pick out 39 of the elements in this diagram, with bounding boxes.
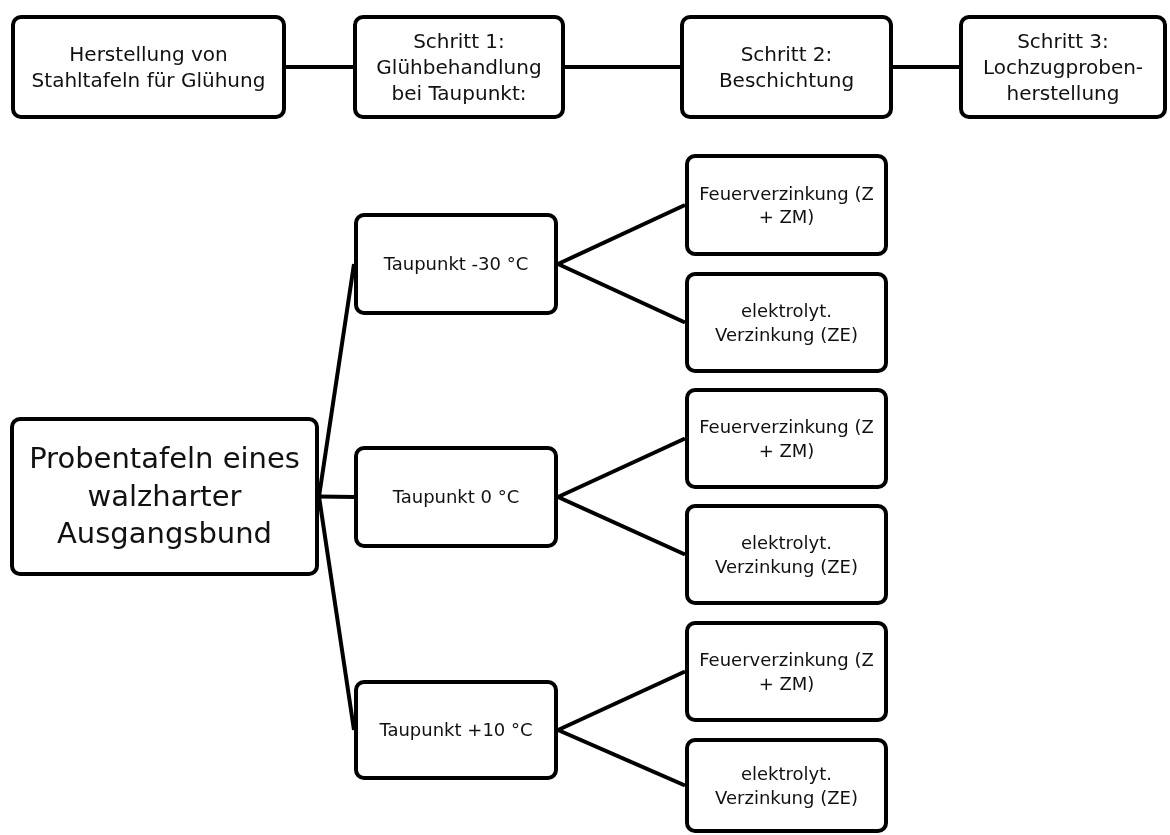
node-text: elektrolyt. Verzinkung (ZE) — [714, 531, 859, 578]
node-text: Schritt 3: Lochzugproben-herstellung — [981, 28, 1145, 106]
process-box — [685, 154, 888, 256]
process-box — [11, 15, 286, 119]
node-text: Feuerverzinkung (Z + ZM) — [698, 415, 875, 462]
connector-line — [891, 65, 961, 69]
node-text: Herstellung von Stahltafeln für Glühung — [30, 41, 267, 93]
node-text: Taupunkt 0 °C — [392, 485, 520, 509]
connector-line — [557, 495, 686, 557]
connector-line — [557, 203, 686, 266]
node-text: Feuerverzinkung (Z + ZM) — [698, 181, 875, 229]
node-text: Taupunkt -30 °C — [383, 252, 529, 276]
process-box — [959, 15, 1167, 119]
connector-line — [317, 263, 356, 497]
node-text: Taupunkt +10 °C — [379, 718, 533, 742]
connector-line — [557, 436, 686, 499]
process-box — [685, 621, 888, 722]
node-text: Feuerverzinkung (Z + ZM) — [698, 648, 875, 695]
process-box — [685, 504, 888, 605]
connector-line — [557, 728, 686, 788]
connector-line — [557, 669, 686, 732]
connector-line — [317, 496, 356, 731]
node-text: Schritt 2: Beschichtung — [717, 41, 856, 93]
process-box — [685, 738, 888, 833]
node-text: Probentafeln eines walzharter Ausgangsbund — [28, 439, 301, 553]
process-box — [354, 680, 558, 780]
process-box — [685, 388, 888, 489]
connector-line — [557, 262, 686, 325]
connector-line — [563, 65, 682, 69]
process-box — [354, 446, 558, 548]
process-box — [10, 417, 319, 576]
process-box — [353, 15, 565, 119]
process-box — [685, 272, 888, 373]
process-box — [354, 213, 558, 315]
connector-line — [284, 65, 355, 69]
process-box — [680, 15, 893, 119]
node-text: Schritt 1: Glühbehandlung bei Taupunkt: — [375, 28, 543, 106]
node-text: elektrolyt. Verzinkung (ZE) — [714, 299, 859, 346]
node-text: elektrolyt. Verzinkung (ZE) — [714, 762, 859, 809]
